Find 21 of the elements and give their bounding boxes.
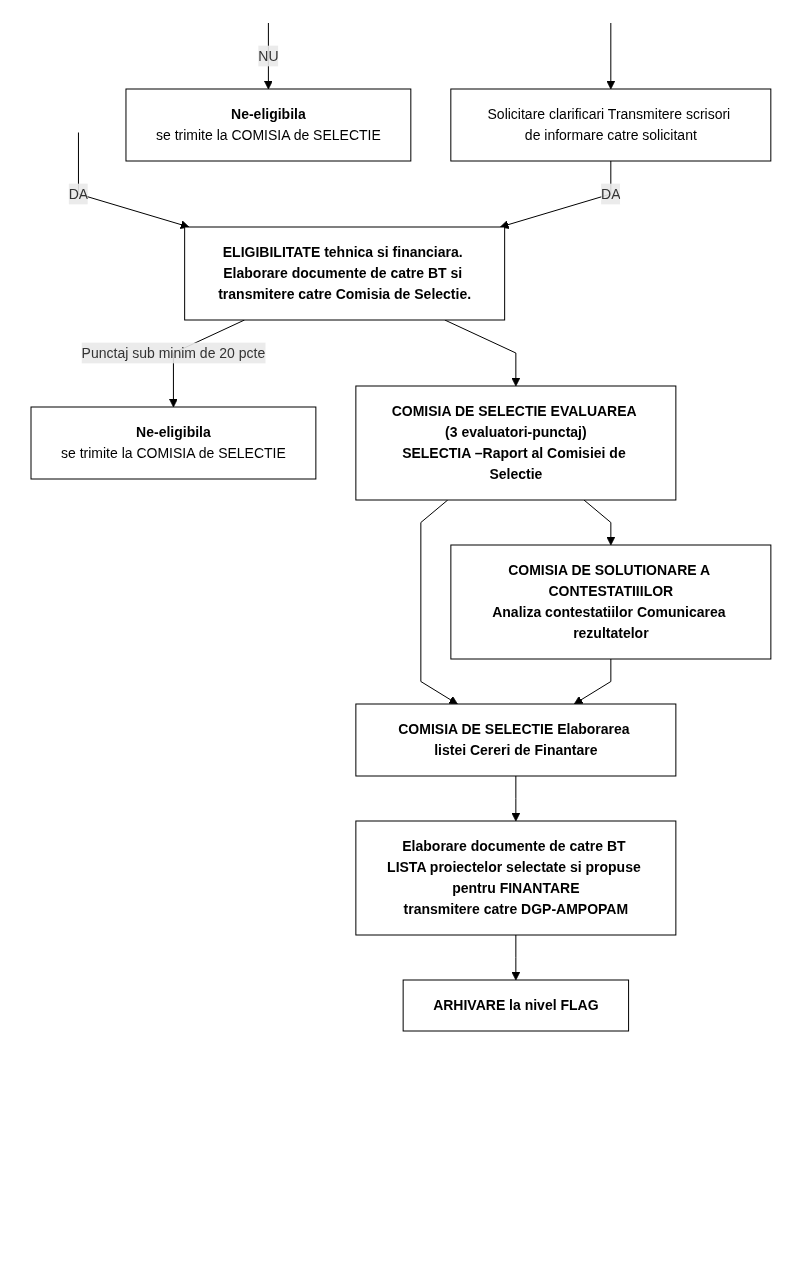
edge-label: Punctaj sub minim de 20 pcte <box>81 344 265 361</box>
arrow <box>573 658 611 705</box>
node-box: ELIGIBILITATE tehnica si financiara. Elaborare documente de catre BT si transmitere catre Comisia de Selectie. <box>183 226 505 321</box>
edge-label: NU <box>257 47 279 64</box>
edge-label: DA <box>600 185 621 202</box>
arrow <box>77 132 189 229</box>
node-box: Solicitare clarificari Transmitere scrisori de informare catre solicitant <box>449 88 771 162</box>
node-box: Ne-eligibila se trimite la COMISIA de SELECTIE <box>30 406 316 480</box>
node-box: Ne-eligibila se trimite la COMISIA de SELECTIE <box>125 88 411 162</box>
edge-label: DA <box>68 185 88 202</box>
node-box: COMISIA DE SOLUTIONARE A CONTESTATIIILOR Analiza contestatiilor Comunicarea rezultatelor <box>449 544 771 660</box>
node-box: ARHIVARE la nivel FLAG <box>402 979 629 1032</box>
arrow <box>511 775 520 822</box>
node-box: COMISIA DE SELECTIE EVALUAREA (3 evaluatori-punctaj) SELECTIA –Raport al Comisiei de Selectie <box>354 385 676 501</box>
arrow <box>499 160 611 229</box>
arrow <box>419 499 458 705</box>
arrow <box>606 22 615 90</box>
arrow <box>583 499 615 546</box>
arrow <box>511 934 520 981</box>
node-box: Elaborare documente de catre BT LISTA proiectelor selectate si propuse pentru FINANTARE transmitere catre DGP-AMPOPAM <box>354 820 676 936</box>
node-box: COMISIA DE SELECTIE Elaborarea listei Cereri de Finantare <box>354 703 676 777</box>
